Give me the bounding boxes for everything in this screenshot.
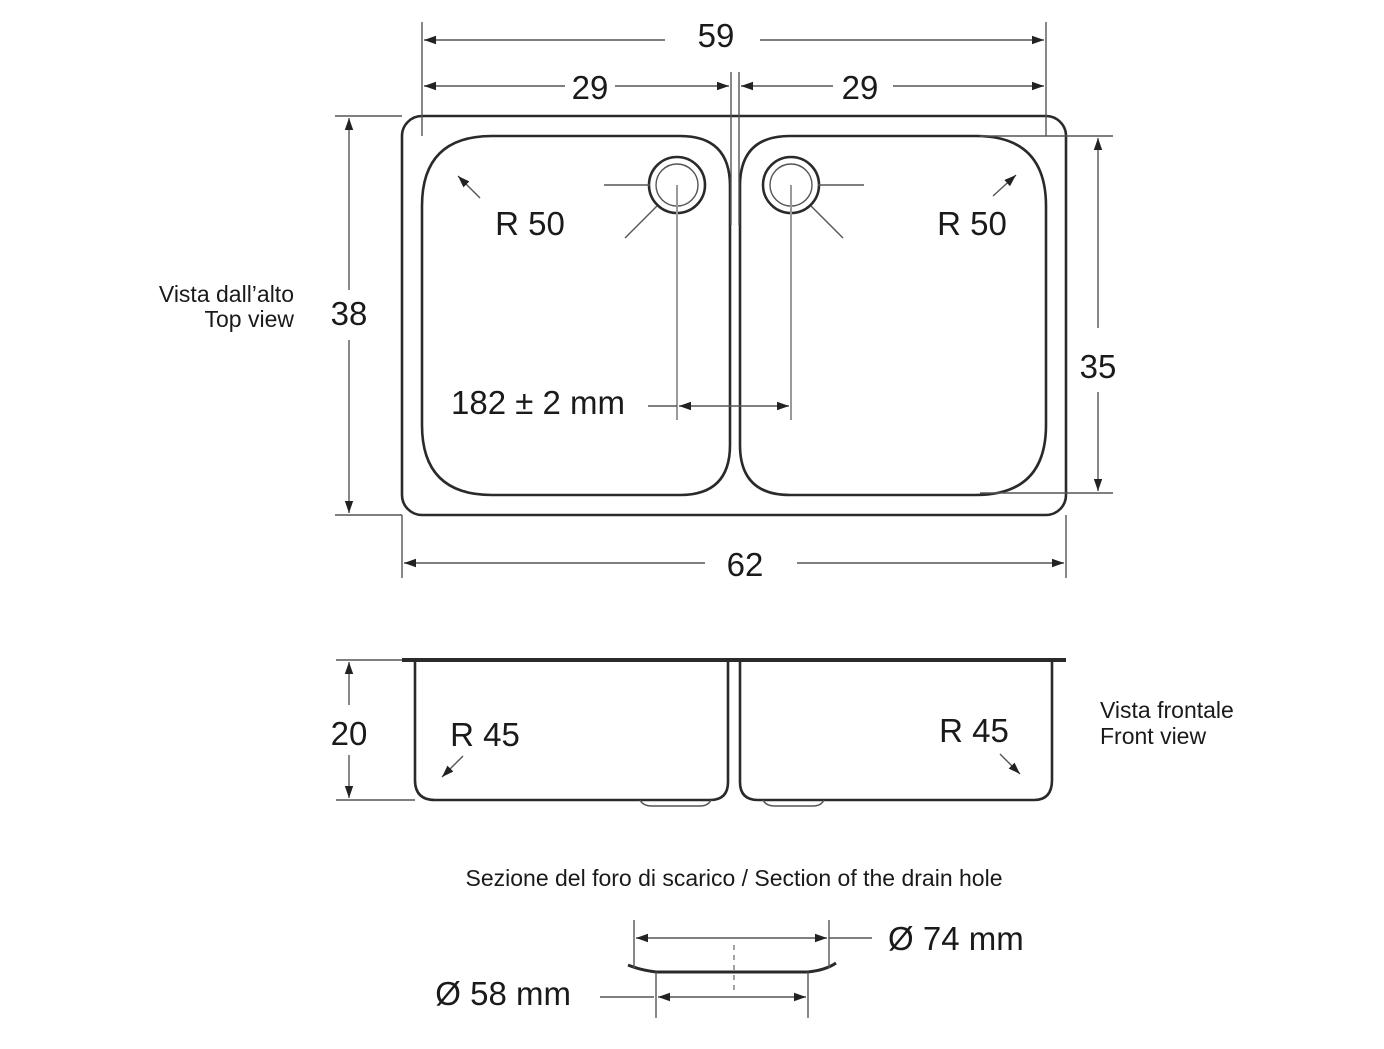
radius-top-left: R 50	[457, 175, 565, 242]
dimension-height: 20	[331, 659, 415, 801]
label-inner-diameter: Ø 58 mm	[435, 975, 571, 1012]
dimension-drain-outer: Ø 74 mm	[633, 920, 1024, 968]
label-62: 62	[727, 546, 764, 583]
top-view: 59 29 29 38 35	[159, 17, 1116, 583]
front-right-bowl	[738, 662, 1054, 802]
front-view: 20 R 45 R 45 Vista frontale Front view	[331, 658, 1234, 807]
svg-text:R 45: R 45	[450, 716, 520, 753]
label-right-29: 29	[842, 69, 879, 106]
label-38: 38	[331, 295, 368, 332]
label-20: 20	[331, 715, 368, 752]
label-front-view-it: Vista frontale	[1100, 697, 1234, 723]
label-top-view-en: Top view	[205, 306, 295, 332]
label-59: 59	[698, 17, 735, 54]
label-top-view-it: Vista dall’alto	[159, 281, 294, 307]
radius-front-left: R 45	[441, 716, 520, 778]
dimension-total-inner-width: 59	[421, 17, 1047, 136]
sink-outline	[400, 114, 1068, 517]
right-bowl-outline	[738, 134, 1048, 497]
dimension-bowl-depth: 35	[980, 135, 1117, 494]
dimension-bowl-widths: 29 29	[424, 69, 1044, 106]
dimension-overall-width: 62	[401, 515, 1067, 583]
label-drain-spacing: 182 ± 2 mm	[451, 384, 625, 421]
dimension-drain-inner: Ø 58 mm	[435, 972, 809, 1018]
radius-front-right: R 45	[939, 712, 1021, 775]
svg-text:R 50: R 50	[495, 205, 565, 242]
left-bowl-outline	[420, 134, 732, 497]
label-section-title: Sezione del foro di scarico / Section of…	[466, 865, 1003, 891]
left-drain-icon	[604, 155, 707, 420]
svg-text:R 50: R 50	[937, 205, 1007, 242]
radius-top-right: R 50	[937, 174, 1017, 242]
right-drain-icon	[761, 155, 864, 420]
drain-section: Sezione del foro di scarico / Section of…	[435, 865, 1024, 1018]
label-35: 35	[1080, 348, 1117, 385]
dimension-overall-depth: 38	[331, 115, 402, 516]
svg-text:R 45: R 45	[939, 712, 1009, 749]
dimension-drain-spacing: 182 ± 2 mm	[451, 384, 789, 421]
front-left-bowl	[413, 662, 730, 802]
label-left-29: 29	[572, 69, 609, 106]
label-outer-diameter: Ø 74 mm	[888, 920, 1024, 957]
label-front-view-en: Front view	[1100, 723, 1206, 749]
drain-flange-profile	[627, 961, 837, 974]
